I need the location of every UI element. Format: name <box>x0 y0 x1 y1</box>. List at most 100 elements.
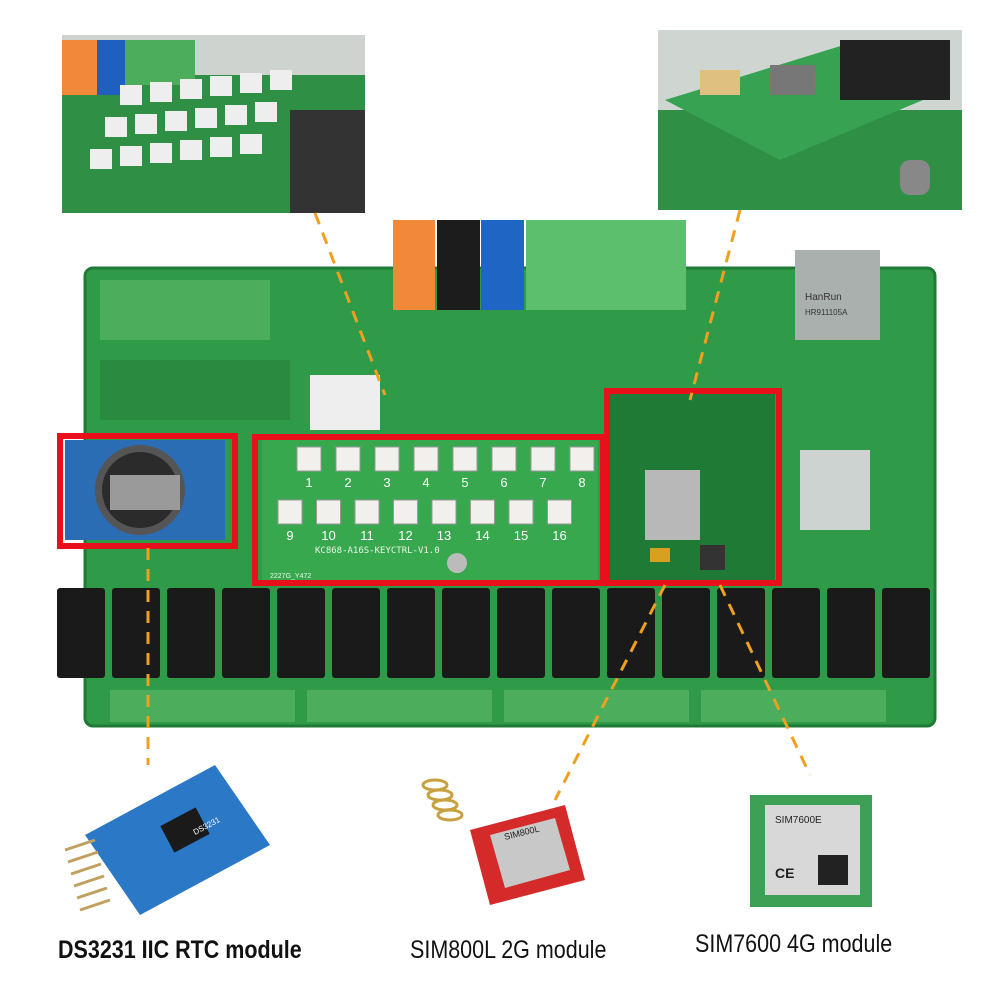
keypad-key: 13 <box>431 499 457 543</box>
relay <box>332 588 380 678</box>
rtc-module-onboard <box>65 440 225 540</box>
sim7600-label: SIM7600E <box>775 815 822 826</box>
keypad-key: 8 <box>569 446 595 490</box>
inset-key <box>120 146 142 166</box>
caption-rtc-module: DS3231 IIC RTC module <box>58 936 302 964</box>
key-number-label: 7 <box>539 475 546 490</box>
relay <box>112 588 160 678</box>
sim-card-slot <box>645 470 700 540</box>
inset-key <box>120 85 142 105</box>
leader-line-sim7600 <box>718 584 812 776</box>
keypad-key: 11 <box>354 499 380 543</box>
relay <box>222 588 270 678</box>
relay <box>167 588 215 678</box>
sim800l-module-photo: SIM800L <box>421 778 585 905</box>
qr-code <box>818 855 848 885</box>
keypad-key: 1 <box>296 446 322 490</box>
key-number-label: 2 <box>344 475 351 490</box>
output-terminal-block <box>701 690 886 722</box>
ethernet-brand-text: HanRun <box>805 292 842 303</box>
rtc-highlight-box <box>57 433 238 549</box>
io-terminal-green <box>526 220 686 310</box>
ce-mark: CE <box>775 865 794 881</box>
inset-key <box>165 111 187 131</box>
key-number-label: 15 <box>514 528 528 543</box>
key-number-label: 5 <box>461 475 468 490</box>
key-number-label: 13 <box>437 528 451 543</box>
relay <box>607 588 655 678</box>
relay <box>662 588 710 678</box>
key-number-label: 3 <box>383 475 390 490</box>
inset-key <box>210 76 232 96</box>
key-number-label: 1 <box>305 475 312 490</box>
sim-module-closeup-photo <box>658 30 962 210</box>
relay <box>552 588 600 678</box>
sim7600-module-photo: SIM7600E CE <box>750 795 872 907</box>
keypad-key: 16 <box>547 499 572 543</box>
inset-key <box>135 114 157 134</box>
keypad-key: 14 <box>470 499 495 543</box>
keypad-closeup-photo <box>62 35 365 213</box>
key-number-label: 8 <box>578 475 585 490</box>
keypad-key: 15 <box>508 499 534 543</box>
relay <box>717 588 765 678</box>
input-terminal-block <box>100 280 270 340</box>
relay <box>442 588 490 678</box>
keypad-key: 4 <box>413 446 439 490</box>
highlight-boxes <box>57 388 782 586</box>
rs485-terminal-blue <box>481 220 524 310</box>
ethernet-port <box>795 250 880 340</box>
relay <box>827 588 875 678</box>
relay <box>387 588 435 678</box>
keypad-key: 5 <box>452 446 478 490</box>
inset-key <box>150 143 172 163</box>
leader-line-keypad <box>313 212 387 396</box>
ethernet-model-text: HR911105A <box>805 308 848 317</box>
leader-line-sim-inset <box>688 209 742 401</box>
key-number-label: 12 <box>398 528 412 543</box>
key-number-label: 6 <box>500 475 507 490</box>
keypad-board-label: KC868-A16S-KEYCTRL-V1.0 <box>315 546 440 556</box>
key-number-label: 16 <box>552 528 566 543</box>
caption-sim800l-module: SIM800L 2G module <box>410 936 607 964</box>
keypad-key: 2 <box>335 446 361 490</box>
inset-key <box>240 73 262 93</box>
inset-key <box>225 105 247 125</box>
caption-sim7600-module: SIM7600 4G module <box>695 930 893 958</box>
connector-white <box>310 375 380 430</box>
relay <box>497 588 545 678</box>
power-terminal-black <box>437 220 480 310</box>
leader-lines <box>146 209 812 801</box>
keypad-key: 6 <box>491 446 517 490</box>
inset-key <box>150 82 172 102</box>
relay <box>57 588 105 678</box>
sim-highlight-box <box>604 388 782 586</box>
relay <box>772 588 820 678</box>
esp32-module <box>800 450 870 530</box>
sim-board-onboard <box>610 393 775 580</box>
key-number-label: 14 <box>475 528 489 543</box>
inset-key <box>195 108 217 128</box>
ds3231-module-photo: DS3231 <box>64 765 270 915</box>
inset-key <box>180 79 202 99</box>
inset-key <box>210 137 232 157</box>
key-number-label: 10 <box>321 528 335 543</box>
relay <box>277 588 325 678</box>
keypad-key: 3 <box>374 446 400 490</box>
keypad-key: 12 <box>393 499 418 543</box>
keypad-key: 10 <box>316 499 341 543</box>
key-number-label: 11 <box>360 528 374 543</box>
output-terminal-block <box>110 690 295 722</box>
key-number-label: 9 <box>286 528 293 543</box>
keypad-highlight-box <box>252 434 606 586</box>
inset-key <box>240 134 262 154</box>
keypad-key: 9 <box>277 499 303 543</box>
inset-key <box>270 70 292 90</box>
inset-key <box>105 117 127 137</box>
batch-label: 2227G_Y472 <box>270 573 311 580</box>
relay <box>882 588 930 678</box>
inset-key <box>90 149 112 169</box>
keypad-key: 7 <box>530 446 556 490</box>
